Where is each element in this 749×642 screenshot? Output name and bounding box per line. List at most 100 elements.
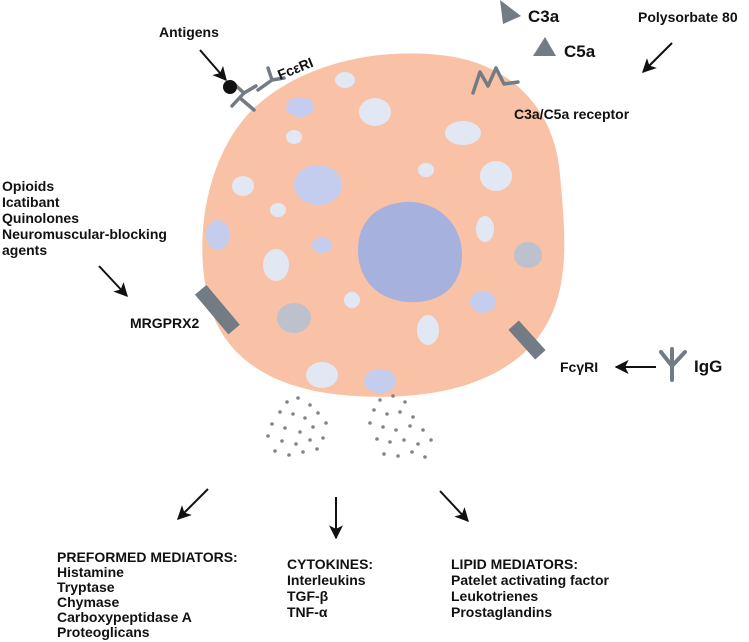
- arrows: [98, 42, 673, 540]
- granule: [445, 121, 481, 145]
- secreted-dot: [303, 416, 307, 420]
- drug-item: agents: [2, 242, 47, 258]
- secreted-dot: [378, 398, 382, 402]
- igg-label: IgG: [694, 357, 722, 376]
- granule: [286, 130, 302, 144]
- secreted-dot: [411, 415, 415, 419]
- granules: [206, 72, 542, 393]
- fceri-receptor: [230, 66, 286, 112]
- antigen-dot: [223, 80, 237, 94]
- cytokines: CYTOKINES: Interleukins TGF-β TNF-α: [287, 556, 373, 620]
- lipid-item: Leukotrienes: [451, 588, 538, 604]
- secreted-dot: [381, 425, 385, 429]
- granule: [417, 315, 439, 345]
- secreted-dot: [283, 426, 287, 430]
- secreted-dot: [421, 428, 425, 432]
- granule: [470, 291, 496, 313]
- secreted-dot: [311, 425, 315, 429]
- secreted-dot: [308, 403, 312, 407]
- c3a-label: C3a: [528, 7, 560, 26]
- secreted-dot: [416, 442, 420, 446]
- secreted-dot: [324, 421, 328, 425]
- antigens-label: Antigens: [159, 24, 219, 40]
- lipid-mediators: LIPID MEDIATORS: Patelet activating fact…: [451, 556, 609, 620]
- drug-item: Quinolones: [2, 210, 79, 226]
- secreted-dot: [298, 430, 302, 434]
- polysorbate-label: Polysorbate 80: [638, 9, 738, 25]
- drug-item: Neuromuscular-blocking: [2, 226, 167, 242]
- granule: [263, 249, 289, 281]
- lipid-title: LIPID MEDIATORS:: [451, 556, 578, 572]
- nucleus: [358, 201, 462, 303]
- drug-item: Icatibant: [2, 194, 60, 210]
- secreted-dot: [429, 438, 433, 442]
- granule: [359, 98, 391, 126]
- secreted-dot: [375, 437, 379, 441]
- granule: [232, 176, 254, 196]
- drugs-arrow: [98, 265, 128, 298]
- c5a-label: C5a: [564, 42, 596, 61]
- secreted-dot: [391, 394, 395, 398]
- secreted-dot: [385, 412, 389, 416]
- secreted-dot: [285, 400, 289, 404]
- c5a-triangle: [533, 37, 556, 56]
- secreted-dot: [394, 428, 398, 432]
- granule: [364, 369, 396, 393]
- secreted-dot: [273, 449, 277, 453]
- secreted-dot: [280, 439, 284, 443]
- secreted-dot: [402, 438, 406, 442]
- granule: [514, 242, 542, 268]
- igg-icon: [659, 347, 687, 382]
- secreted-dot: [316, 411, 320, 415]
- secreted-dot: [294, 442, 298, 446]
- granule: [418, 163, 434, 177]
- mrgprx2-receptor: [194, 284, 240, 335]
- secreted-dot: [372, 408, 376, 412]
- secreted-dot: [396, 454, 400, 458]
- secreted-granules: [266, 394, 433, 459]
- secreted-dot: [321, 436, 325, 440]
- granule: [344, 292, 360, 308]
- granule: [480, 161, 512, 191]
- lipid-item: Prostaglandins: [451, 604, 552, 620]
- preformed-title: PREFORMED MEDIATORS:: [57, 549, 238, 565]
- preformed-item: Carboxypeptidase A: [57, 609, 192, 625]
- granule: [335, 72, 355, 88]
- c3a-c5a-receptor-label: C3a/C5a receptor: [514, 106, 630, 122]
- polysorbate-arrow: [642, 42, 673, 73]
- secreted-dot: [301, 450, 305, 454]
- preformed-mediators: PREFORMED MEDIATORS: Histamine Tryptase …: [57, 549, 238, 640]
- c3a-triangle: [500, 0, 521, 24]
- granule: [294, 165, 342, 205]
- secreted-dot: [287, 453, 291, 457]
- fcgri-receptor: [508, 320, 546, 360]
- granule: [270, 203, 286, 217]
- cytokines-item: TNF-α: [287, 604, 328, 620]
- granule: [312, 237, 332, 253]
- secreted-dot: [278, 410, 282, 414]
- secreted-dot: [308, 438, 312, 442]
- secreted-dot: [382, 452, 386, 456]
- secreted-dot: [368, 421, 372, 425]
- preformed-item: Histamine: [57, 564, 124, 580]
- cytokines-title: CYTOKINES:: [287, 556, 373, 572]
- preformed-item: Proteoglicans: [57, 624, 150, 640]
- secreted-dot: [403, 400, 407, 404]
- antigens-arrow: [199, 49, 227, 82]
- granule: [277, 303, 311, 333]
- granule: [286, 97, 314, 117]
- secreted-dot: [266, 434, 270, 438]
- granule: [476, 216, 494, 242]
- secreted-dot: [315, 447, 319, 451]
- drug-item: Opioids: [2, 178, 54, 194]
- secreted-dot: [423, 455, 427, 459]
- secreted-dot: [408, 424, 412, 428]
- cytokines-item: Interleukins: [287, 572, 366, 588]
- secreted-dot: [388, 440, 392, 444]
- c3a-c5a-receptor-shape: [471, 66, 520, 95]
- secreted-dot: [398, 410, 402, 414]
- lipid-arrow: [439, 490, 469, 523]
- cytokines-item: TGF-β: [287, 588, 329, 604]
- mrgprx2-label: MRGPRX2: [130, 315, 199, 331]
- lipid-item: Patelet activating factor: [451, 572, 609, 588]
